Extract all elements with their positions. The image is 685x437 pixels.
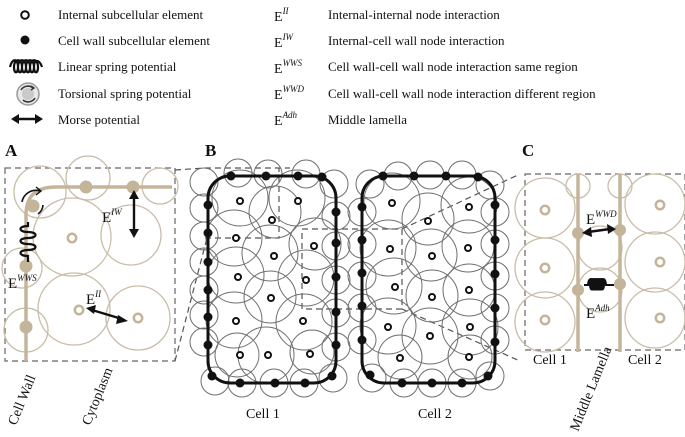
cell-2 — [347, 160, 510, 398]
panel-b: B — [174, 141, 521, 422]
panel-c-cell-1-caption: Cell 1 — [533, 353, 567, 368]
symbol-e-wwd-label: Cell wall-cell wall node interaction dif… — [328, 86, 596, 101]
cell-1 — [189, 158, 351, 398]
cell-2-circles — [347, 160, 510, 398]
legend-spring-label: Linear spring potential — [58, 59, 177, 74]
legend: Internal subcellular element Cell wall s… — [8, 7, 210, 127]
cell-2-wall-nodes — [357, 171, 500, 388]
legend-wall-label: Cell wall subcellular element — [58, 33, 210, 48]
legend-internal-label: Internal subcellular element — [58, 7, 203, 22]
panel-a-e-wws: EWWS — [8, 273, 37, 292]
panel-c: C EWWD EAdh Cell 1 — [514, 141, 685, 434]
morse-arrow-icon — [11, 114, 43, 124]
panel-c-e-wwd: EWWD — [586, 209, 617, 228]
cell-1-circles — [189, 158, 351, 398]
symbol-e-ii-label: Internal-internal node interaction — [328, 7, 500, 22]
panel-a: A — [1, 141, 179, 428]
panel-a-iw-arrow — [129, 190, 139, 238]
panel-a-frame — [4, 167, 176, 362]
panel-a-wall-nodes — [19, 180, 140, 334]
linear-spring-icon — [8, 59, 44, 74]
internal-element-icon — [20, 10, 30, 20]
symbol-e-wws: EWWS — [274, 58, 303, 77]
panel-c-internal-nodes — [539, 199, 666, 326]
panel-c-cell-2-caption: Cell 2 — [628, 353, 662, 368]
panel-a-wall-line — [24, 185, 172, 361]
panel-c-caption-lamella: Middle Lamella — [568, 344, 616, 434]
panel-a-e-ii: EII — [86, 289, 102, 308]
panel-c-frame — [524, 173, 685, 351]
legend-torsion-label: Torsional spring potential — [58, 86, 192, 101]
panel-b-cell-1-caption: Cell 1 — [246, 407, 280, 422]
symbol-e-adh: EAdh — [274, 110, 298, 129]
panel-a-ii-arrow — [86, 305, 128, 324]
cell-wall-element-icon — [20, 35, 30, 45]
cell-1-wall — [206, 174, 338, 385]
symbol-e-adh-label: Middle lamella — [328, 112, 407, 127]
panel-b-callout-c-bottom — [401, 308, 521, 362]
panel-c-circles — [514, 173, 685, 353]
panel-b-cell-2-caption: Cell 2 — [418, 407, 452, 422]
panel-b-zoom-c — [301, 228, 403, 310]
panel-c-wwd-arrow — [582, 224, 616, 237]
panel-b-callout-bottom — [174, 237, 208, 362]
panel-a-e-iw: EIW — [102, 207, 123, 226]
panel-b-label: B — [205, 141, 216, 160]
symbol-e-ii: EII — [274, 6, 290, 25]
panel-c-wall-nodes — [572, 224, 626, 296]
symbol-e-wws-label: Cell wall-cell wall node interaction sam… — [328, 59, 578, 74]
panel-a-internal-nodes — [66, 232, 144, 324]
cell-1-wall-nodes — [203, 171, 341, 388]
symbol-e-iw-label: Internal-cell wall node interaction — [328, 33, 505, 48]
cell-2-wall — [360, 174, 497, 385]
panel-a-caption-cytoplasm: Cytoplasm — [80, 366, 117, 428]
panel-c-adh-spring — [584, 278, 614, 291]
panel-b-callout-top — [174, 167, 290, 171]
symbol-e-iw: EIW — [274, 32, 295, 51]
cell-2-internal-nodes — [384, 199, 474, 362]
panel-b-callout-c-top — [401, 173, 521, 230]
legend-morse-label: Morse potential — [58, 112, 140, 127]
symbol-e-wwd: EWWD — [274, 84, 305, 103]
panel-a-spring — [19, 222, 37, 262]
panel-c-e-adh: EAdh — [586, 303, 610, 322]
cell-1-internal-nodes — [232, 197, 318, 359]
panel-a-torsion-arc — [21, 189, 41, 203]
panel-a-label: A — [5, 141, 18, 160]
panel-c-label: C — [522, 141, 534, 160]
energy-legend: EII Internal-internal node interaction E… — [274, 6, 596, 129]
panel-a-caption-wall: Cell Wall — [6, 373, 40, 428]
torsional-spring-icon — [16, 82, 40, 106]
